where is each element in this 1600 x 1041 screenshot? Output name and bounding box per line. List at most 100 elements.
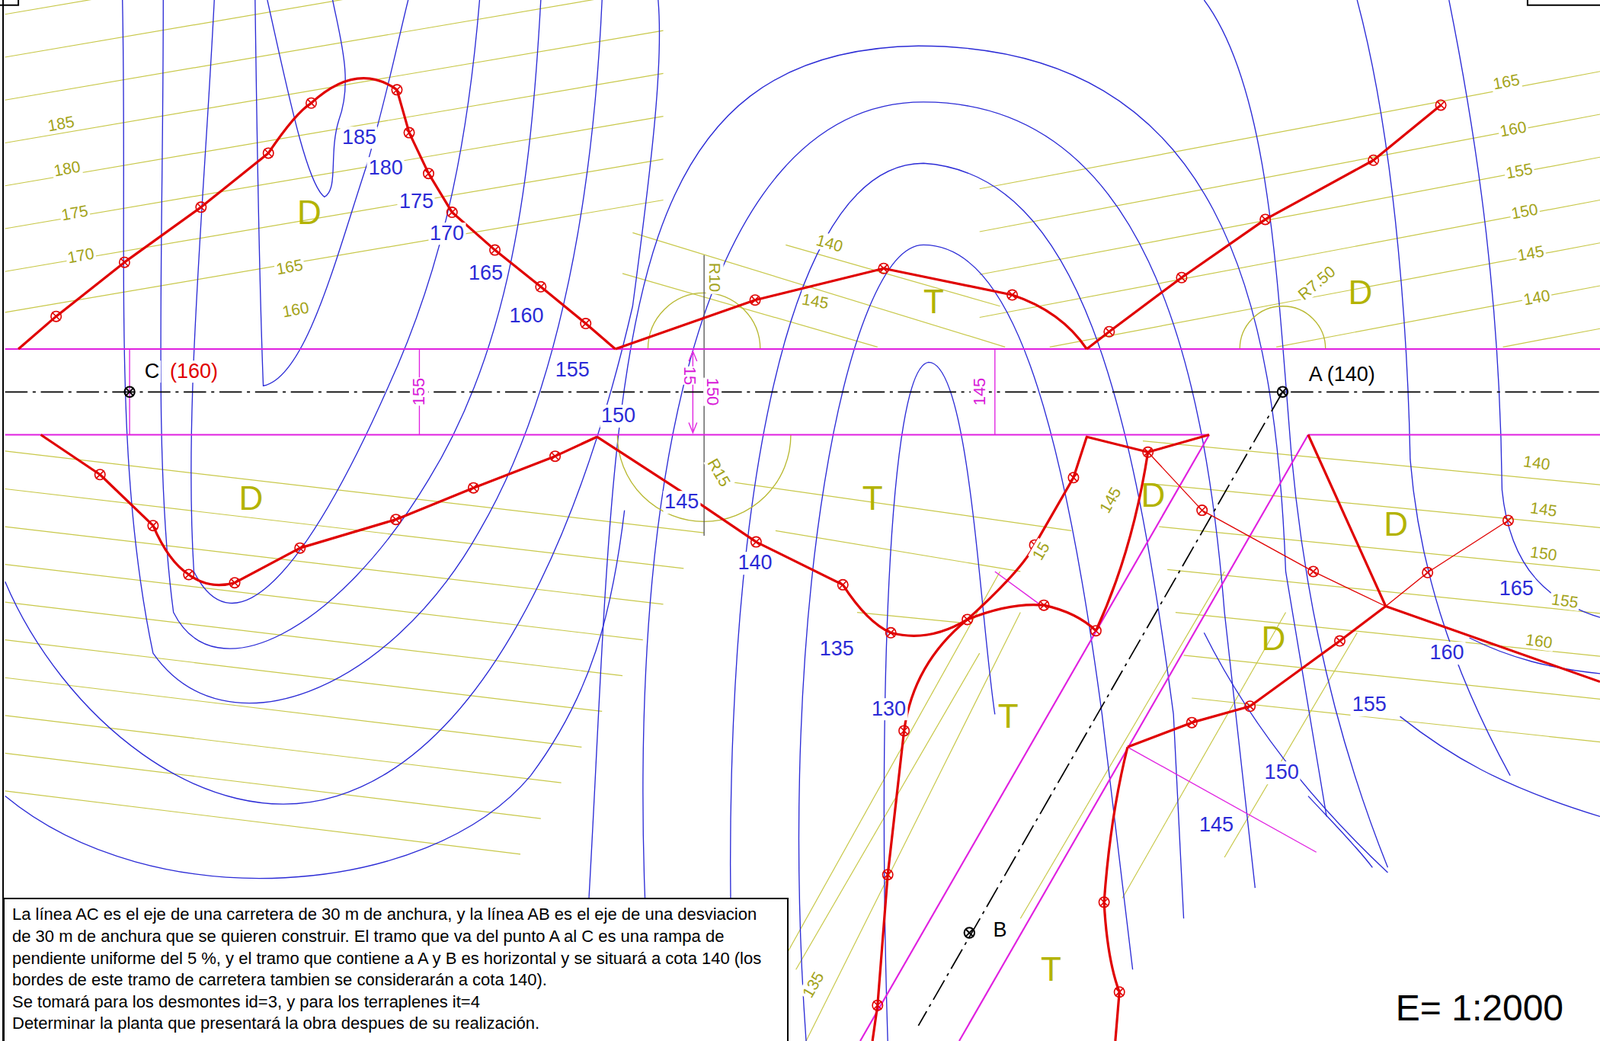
slope-lines xyxy=(5,0,1600,1041)
slope-line xyxy=(5,159,664,272)
intersection-mark xyxy=(230,578,240,587)
intersection-mark xyxy=(1436,101,1446,110)
slope-line xyxy=(5,790,521,855)
intersection-mark xyxy=(294,542,305,553)
intersection-mark xyxy=(1142,447,1153,458)
road-dimension: 155 xyxy=(409,377,429,407)
elevation-label: (160) xyxy=(168,360,220,384)
intersection-mark xyxy=(1104,326,1114,337)
slope-plane-label: 165 xyxy=(273,255,306,279)
intersection-mark xyxy=(1098,896,1109,907)
intersection-mark xyxy=(1187,716,1197,727)
fill-boundary xyxy=(1104,746,1128,1041)
slope-dimension xyxy=(995,571,1041,605)
intersection-mark xyxy=(307,99,316,108)
slope-plane-label: 155 xyxy=(1549,588,1582,611)
frame-corner xyxy=(1527,0,1600,6)
cut-boundary xyxy=(1308,435,1600,682)
point-symbol xyxy=(964,927,975,938)
cut-boundary xyxy=(18,78,615,349)
slope-plane-label: 150 xyxy=(1527,542,1560,564)
intersection-mark xyxy=(489,244,500,255)
intersection-mark xyxy=(405,128,414,138)
road-dimension: 145 xyxy=(970,377,989,407)
intersection-mark xyxy=(873,1001,882,1010)
intersection-mark xyxy=(183,569,194,580)
contour-label: 165 xyxy=(1497,577,1536,601)
contour-label: 180 xyxy=(367,156,405,180)
contour-label: 150 xyxy=(1263,761,1301,784)
contour-label: 155 xyxy=(1350,694,1389,717)
fill-boundary xyxy=(615,268,1088,349)
intersection-mark xyxy=(1114,986,1125,997)
point-marks xyxy=(124,387,1288,938)
slope-plane-label: 145 xyxy=(1094,483,1126,518)
road-edges xyxy=(5,348,1600,1041)
intersection-mark xyxy=(1334,635,1345,646)
slope-line xyxy=(1122,612,1286,899)
road-edge xyxy=(1308,433,1600,436)
contour-label: 170 xyxy=(428,222,466,246)
contour-label: 145 xyxy=(1197,814,1236,838)
fill-boundary xyxy=(872,619,968,1041)
contour-label: 140 xyxy=(736,551,775,575)
slope-line xyxy=(1224,632,1357,858)
intersection-mark xyxy=(963,615,972,624)
intersection-mark xyxy=(1068,472,1079,483)
contour xyxy=(799,244,1133,1041)
intersection-mark xyxy=(119,256,130,267)
intersection-mark xyxy=(403,127,414,138)
intersection-mark xyxy=(550,451,560,461)
slope-plane-label: 170 xyxy=(64,243,97,267)
intersection-mark xyxy=(878,263,889,274)
intersection-mark xyxy=(1143,448,1152,457)
intersection-mark xyxy=(264,149,273,158)
contour xyxy=(191,0,480,603)
intersection-mark xyxy=(1423,568,1432,577)
slope-boundaries xyxy=(18,78,1600,1041)
intersection-mark xyxy=(872,999,883,1010)
slope-line xyxy=(5,451,704,533)
intersection-mark xyxy=(1368,155,1379,166)
intersection-mark xyxy=(149,521,158,530)
slope-line xyxy=(5,752,541,819)
intersection-mark xyxy=(424,169,433,178)
intersection-mark xyxy=(1007,289,1018,300)
intersection-mark xyxy=(1308,567,1318,576)
road-edge xyxy=(5,433,1210,436)
intersection-mark xyxy=(51,310,61,321)
intersection-mark xyxy=(1176,272,1187,283)
slope-plane-label: 135 xyxy=(798,967,829,1002)
intersection-mark xyxy=(229,577,240,588)
intersection-mark xyxy=(1308,566,1319,576)
contour-label: 160 xyxy=(508,304,546,328)
fill-boundary xyxy=(967,435,1210,620)
intersection-mark xyxy=(1038,599,1049,610)
slope-line xyxy=(622,273,878,347)
cut-boundary xyxy=(1127,605,1386,747)
slope-plane-label: 145 xyxy=(1514,241,1547,265)
slope-line xyxy=(1151,483,1600,528)
slope-line xyxy=(5,715,562,783)
intersection-mark xyxy=(295,544,304,553)
contour xyxy=(1203,0,1388,868)
intersection-mark xyxy=(1504,516,1513,525)
cut-fill-mark: T xyxy=(1039,950,1063,988)
intersection-mark xyxy=(1197,505,1207,515)
intersection-mark xyxy=(1503,515,1514,525)
cut-fill-mark: D xyxy=(1139,476,1168,513)
intersection-mark xyxy=(1177,273,1187,282)
slope-plane-label: R7.50 xyxy=(1292,261,1340,304)
intersection-mark xyxy=(581,319,590,328)
intersection-mark xyxy=(195,201,206,212)
intersection-mark xyxy=(751,295,760,304)
slope-plane-label: 145 xyxy=(799,289,832,313)
slope-plane-label: 160 xyxy=(279,297,312,321)
intersection-mark xyxy=(447,207,458,218)
intersection-mark xyxy=(1091,626,1101,635)
slope-line xyxy=(1184,655,1600,700)
intersection-mark xyxy=(1260,214,1271,224)
statement-text: Se tomará para los desmontes id=3, y par… xyxy=(12,991,780,1014)
